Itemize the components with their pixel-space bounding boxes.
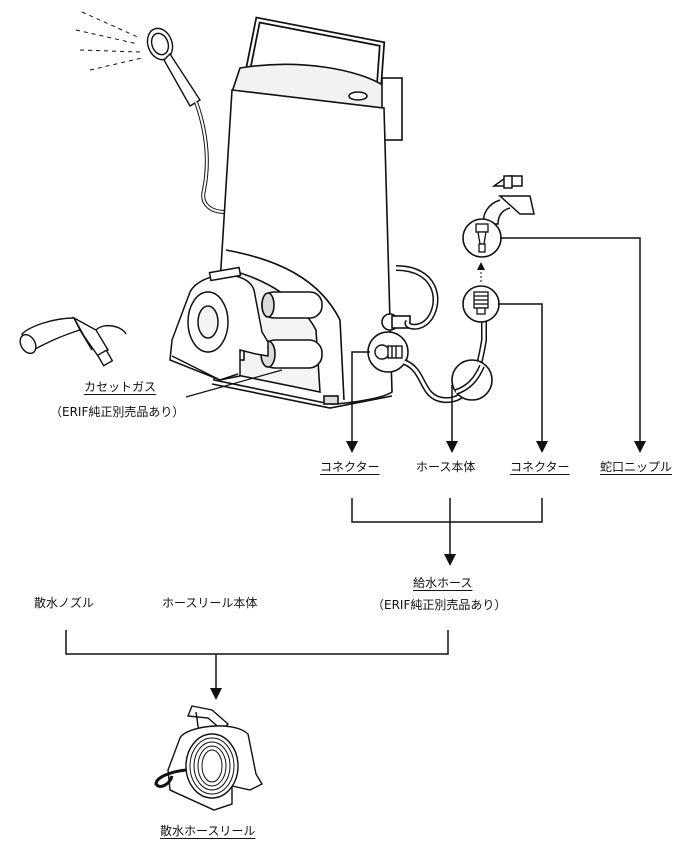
faucet-nipple-icon bbox=[475, 223, 489, 253]
shower-head-icon bbox=[75, 11, 226, 214]
cassette-gas-label: カセットガス bbox=[84, 380, 157, 394]
supply-hose-label: 給水ホース bbox=[413, 576, 473, 590]
connector-right-icon bbox=[473, 291, 489, 315]
connector-right-label: コネクター bbox=[510, 460, 570, 474]
hose-reel-body-label: ホースリール本体 bbox=[162, 596, 258, 610]
faucet-nipple-line bbox=[500, 237, 646, 453]
reel-merge-bracket bbox=[65, 630, 449, 700]
supply-hose-note: （ERIF純正別売品あり） bbox=[372, 598, 507, 612]
assembled-hose-reel-icon bbox=[154, 705, 263, 811]
supply-hose-merge-bracket bbox=[351, 498, 543, 566]
connector-left-icon bbox=[374, 344, 403, 360]
faucet-nipple-label: 蛇口ニップル bbox=[600, 460, 673, 474]
connector-right-line bbox=[498, 303, 548, 453]
spray-nozzle-icon bbox=[19, 316, 127, 367]
cassette-gas-note: （ERIF純正別売品あり） bbox=[50, 405, 185, 419]
cassette-gas-leader bbox=[185, 369, 283, 398]
connector-left-label: コネクター bbox=[320, 460, 380, 474]
spray-nozzle-label: 散水ノズル bbox=[34, 596, 95, 610]
assembled-hose-reel-label: 散水ホースリール bbox=[160, 824, 256, 838]
hose-reel-body-icon bbox=[169, 266, 269, 381]
connector-left-line bbox=[346, 351, 370, 453]
faucet-icon bbox=[482, 175, 535, 225]
hose-body-label: ホース本体 bbox=[416, 460, 476, 474]
